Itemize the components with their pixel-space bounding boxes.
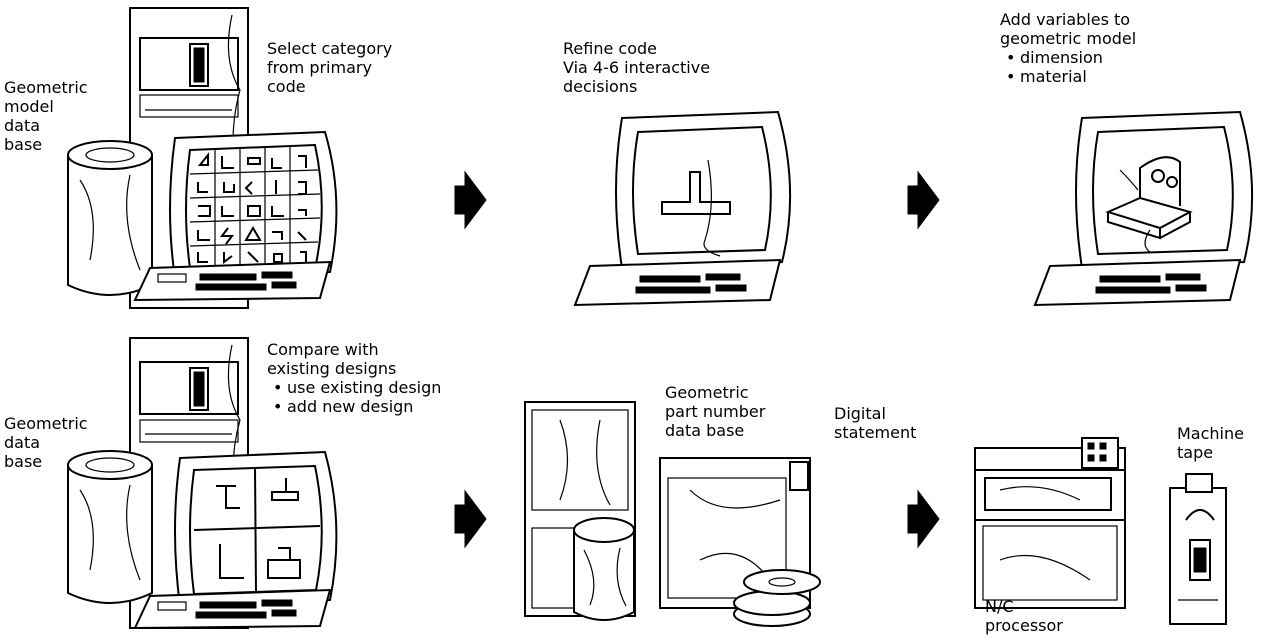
- part-number-db-label: Geometric part number data base: [665, 383, 766, 440]
- digital-statement-label: Digital statement: [834, 404, 917, 442]
- terminal-screen-icon: [169, 130, 338, 280]
- bullet-use-existing: use existing design: [267, 378, 441, 397]
- step-add-variables: Add variables to geometric model dimensi…: [1000, 10, 1136, 86]
- arrow-right-icon: [454, 170, 487, 230]
- nc-processor-icon: [974, 437, 1126, 609]
- machine-tape-label: Machine tape: [1177, 424, 1244, 462]
- disk-drum-icon: [67, 450, 153, 604]
- arrow-right-icon: [907, 170, 940, 230]
- bullet-dimension: dimension: [1000, 48, 1136, 67]
- machine-tape-icon: [1169, 473, 1227, 625]
- nc-processor-label: N/C processor: [985, 597, 1063, 635]
- terminal-compare-icon: [133, 450, 338, 630]
- step-select-category: Select category from primary code: [267, 39, 393, 96]
- db-label-row2: Geometric data base: [4, 414, 88, 471]
- bullet-add-new: add new design: [267, 397, 441, 416]
- step-refine-code: Refine code Via 4-6 interactive decision…: [563, 39, 711, 96]
- step-compare-designs: Compare with existing designs use existi…: [267, 340, 441, 416]
- db-label-row1: Geometric model data base: [4, 78, 88, 154]
- tape-reel-icon: [733, 569, 821, 627]
- terminal-model-icon: [1033, 110, 1254, 307]
- arrow-right-icon: [907, 489, 940, 549]
- terminal-refine-icon: [573, 110, 792, 307]
- keyboard-icon: [133, 260, 332, 302]
- arrow-right-icon: [454, 489, 487, 549]
- database-installation-icon: [524, 401, 821, 627]
- bullet-material: material: [1000, 67, 1136, 86]
- disk-drum-icon: [67, 140, 153, 296]
